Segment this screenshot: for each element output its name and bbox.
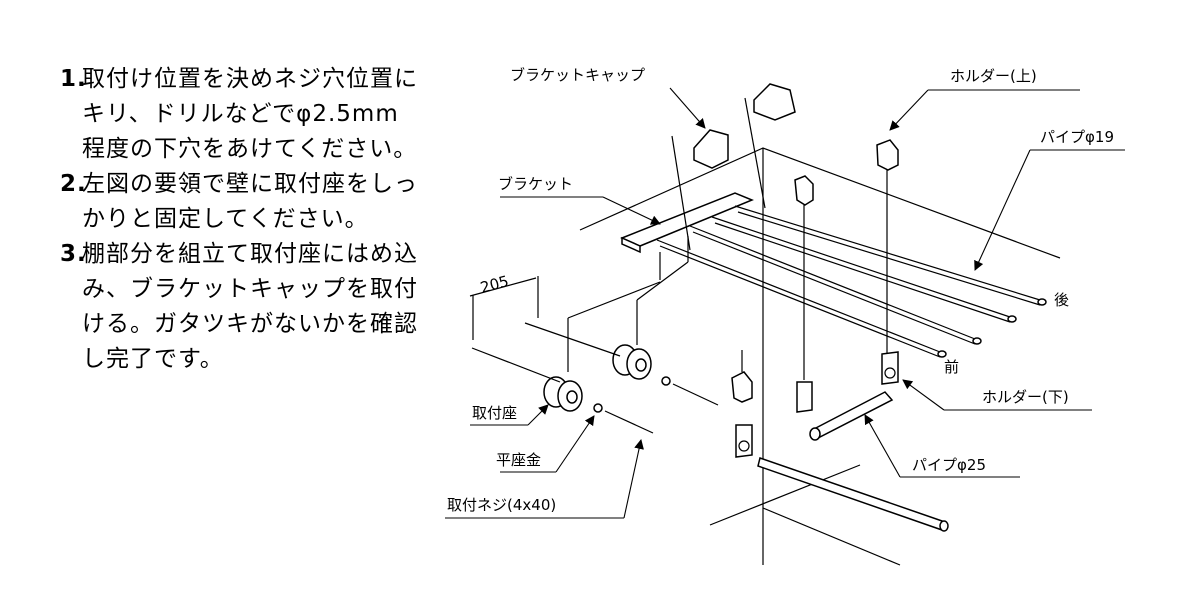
labels: ブラケットキャップ ホルダー(上) パイプφ19 ブラケット 後 前 ホルダー(…	[447, 66, 1114, 514]
bracket-cap-left	[693, 129, 729, 169]
bracket-front-rail	[620, 192, 754, 247]
label-holder-top: ホルダー(上)	[950, 67, 1037, 85]
screw-right	[672, 383, 719, 406]
step-number: 1.	[60, 66, 87, 92]
label-pipe-25: パイプφ25	[912, 456, 986, 474]
leader-lines	[445, 87, 1125, 519]
washer-right	[661, 376, 671, 386]
label-bracket-cap: ブラケットキャップ	[510, 66, 645, 84]
bracket-front-edge	[621, 236, 641, 254]
label-flat-washer: 平座金	[496, 451, 541, 469]
shelf-frame	[620, 192, 1047, 358]
step-number: 2.	[60, 171, 87, 197]
bracket-cap-right	[753, 83, 796, 121]
pipe-rear-middle	[711, 216, 1011, 318]
lower-holders	[735, 351, 899, 458]
label-back: 後	[1054, 291, 1069, 309]
step-text: ける。ガタツキがないかを確認	[82, 311, 418, 337]
pipe-25	[757, 391, 949, 532]
mount-hardware	[543, 261, 719, 434]
bracket-caps	[671, 83, 796, 251]
holder-bottom-1	[796, 381, 813, 413]
step-text: み、ブラケットキャップを取付	[82, 276, 418, 302]
instruction-step-2: 2.左図の要領で壁に取付座をしっ かりと固定してください。	[60, 167, 460, 237]
label-pipe-19: パイプφ19	[1040, 128, 1114, 146]
step-text: 左図の要領で壁に取付座をしっ	[82, 171, 418, 197]
instruction-step-3: 3.棚部分を組立て取付座にはめ込 み、ブラケットキャップを取付 ける。ガタツキが…	[60, 237, 460, 377]
step-text: し完了です。	[82, 346, 224, 372]
washer-left	[593, 403, 603, 413]
instruction-step-1: 1.取付け位置を決めネジ穴位置に キリ、ドリルなどでφ2.5mm 程度の下穴をあ…	[60, 62, 460, 167]
dimension-205: 205	[469, 272, 621, 383]
screw-left	[604, 410, 654, 434]
instruction-list: 1.取付け位置を決めネジ穴位置に キリ、ドリルなどでφ2.5mm 程度の下穴をあ…	[60, 62, 460, 377]
label-front: 前	[944, 358, 959, 376]
step-text: キリ、ドリルなどでφ2.5mm	[82, 101, 399, 127]
label-screw: 取付ネジ(4x40)	[447, 496, 556, 514]
upper-holders	[731, 139, 899, 403]
step-number: 3.	[60, 241, 87, 267]
label-bracket: ブラケット	[498, 175, 573, 193]
wall	[579, 147, 1061, 566]
holder-top-1	[794, 175, 814, 206]
step-text: かりと固定してください。	[82, 206, 369, 232]
step-text: 取付け位置を決めネジ穴位置に	[82, 66, 418, 92]
label-mount-seat: 取付座	[472, 404, 517, 422]
pipe-front	[656, 239, 941, 353]
holder-top-3	[731, 371, 753, 403]
dimension-label: 205	[478, 272, 510, 297]
pipe-middle	[689, 225, 976, 340]
step-text: 棚部分を組立て取付座にはめ込	[82, 241, 418, 267]
step-text: 程度の下穴をあけてください。	[82, 136, 418, 162]
holder-top-2	[876, 139, 899, 171]
label-holder-bottom: ホルダー(下)	[982, 388, 1069, 406]
